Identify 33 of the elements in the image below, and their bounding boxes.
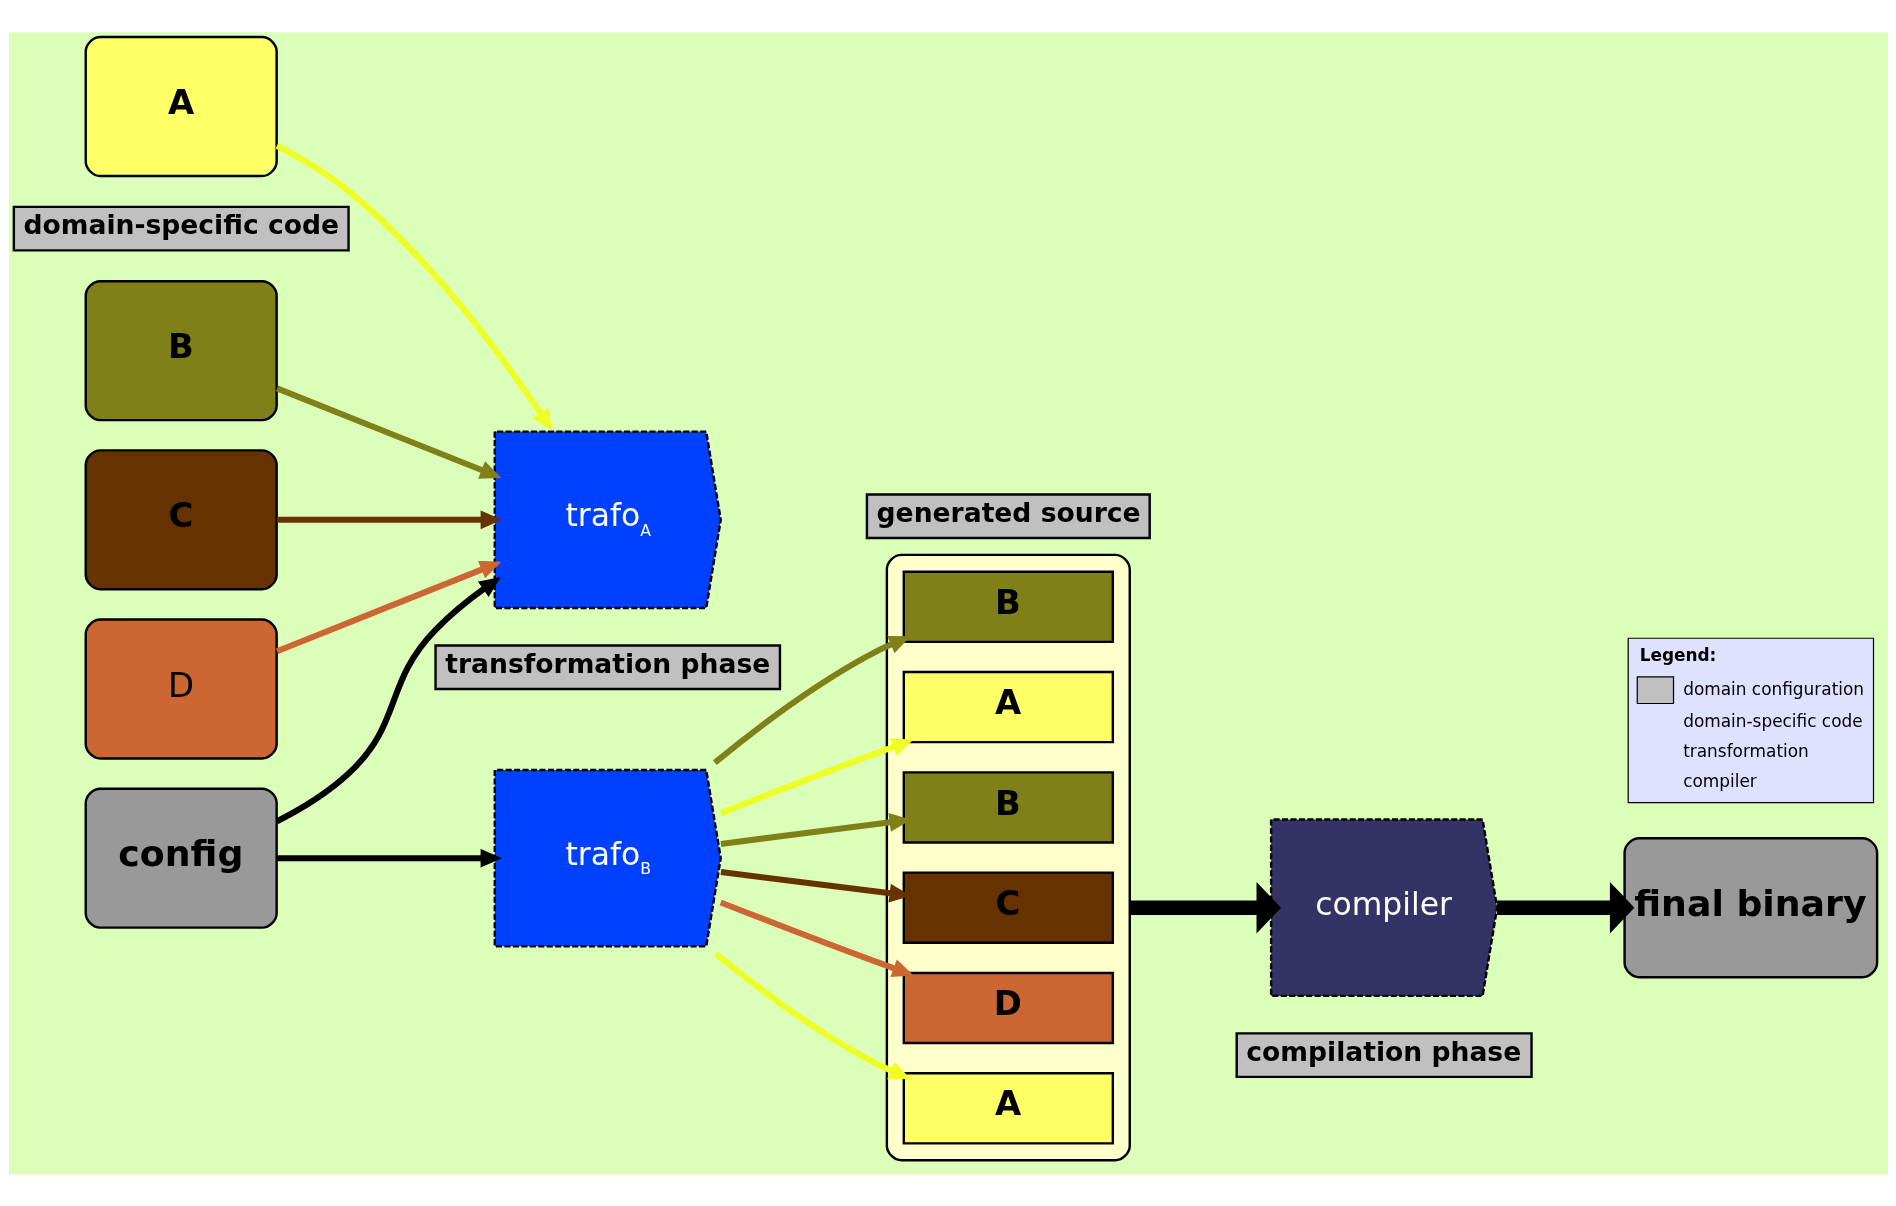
arrow bbox=[713, 951, 911, 1079]
node-box: compilation phase bbox=[1235, 1031, 1533, 1078]
node-box: B bbox=[902, 770, 1114, 844]
node-box: A bbox=[902, 670, 1114, 743]
arrow bbox=[719, 737, 913, 816]
arrow bbox=[275, 385, 501, 479]
node-box: C bbox=[84, 448, 278, 590]
label: Legend: bbox=[1639, 644, 1716, 665]
node-box: transformation phase bbox=[433, 643, 781, 690]
node-box: D bbox=[84, 617, 278, 760]
node-box: config bbox=[84, 786, 278, 929]
arrow bbox=[1496, 881, 1634, 933]
node-box: A bbox=[84, 35, 278, 177]
legend-label: compiler bbox=[1682, 770, 1757, 791]
arrow bbox=[276, 509, 502, 529]
node-box: C bbox=[902, 870, 1114, 944]
node-box: B bbox=[84, 279, 278, 421]
arrow bbox=[712, 635, 911, 765]
node-box: A bbox=[902, 1071, 1114, 1145]
arrow bbox=[275, 142, 552, 430]
arrow bbox=[275, 576, 501, 824]
legend-label: domain configuration bbox=[1682, 678, 1864, 699]
node-box: B bbox=[902, 570, 1114, 643]
legend-label: transformation bbox=[1682, 740, 1809, 761]
node-box: domain-specific code bbox=[12, 205, 350, 252]
arrow bbox=[275, 560, 501, 654]
arrow bbox=[719, 899, 914, 977]
arrow bbox=[276, 848, 502, 868]
legend-label: domain-specific code bbox=[1682, 710, 1863, 731]
node-box: generated source bbox=[865, 492, 1151, 539]
node-box: D bbox=[902, 971, 1114, 1044]
arrow bbox=[1129, 881, 1281, 933]
node-box: final binary bbox=[1622, 836, 1878, 978]
